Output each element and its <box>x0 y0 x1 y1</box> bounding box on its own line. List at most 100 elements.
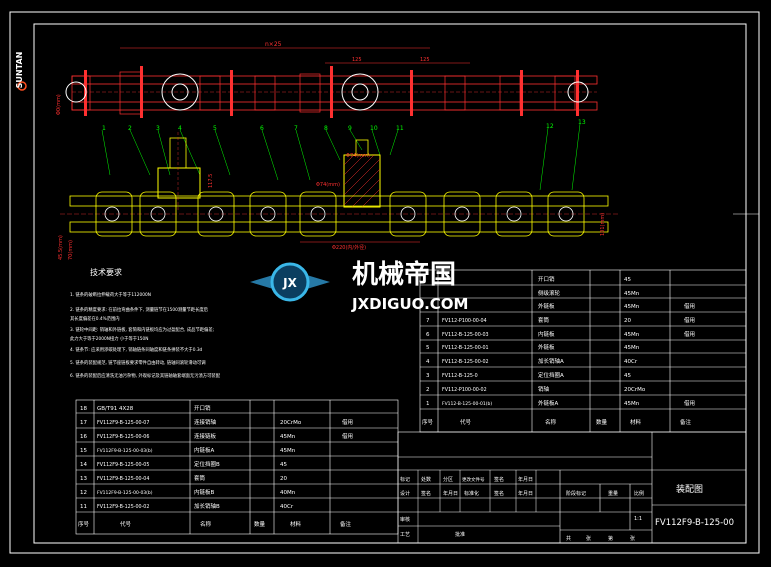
svg-text:比例: 比例 <box>634 490 644 497</box>
svg-text:此力大于等于2000N扭力 小于等于150N: 此力大于等于2000N扭力 小于等于150N <box>70 335 149 342</box>
svg-text:3: 3 <box>426 373 430 379</box>
svg-text:内链板: 内链板 <box>538 330 555 338</box>
svg-text:外链板: 外链板 <box>538 343 555 351</box>
svg-text:13: 13 <box>578 119 586 126</box>
svg-text:设计: 设计 <box>400 490 410 497</box>
drawing-title: 装配图 <box>676 483 703 495</box>
svg-text:20: 20 <box>624 318 631 324</box>
svg-text:年月日: 年月日 <box>518 490 533 497</box>
svg-text:45Mn: 45Mn <box>624 332 640 338</box>
svg-text:备注: 备注 <box>680 418 692 426</box>
svg-text:FV112F9-B-125-00-03(b): FV112F9-B-125-00-03(b) <box>97 490 153 496</box>
svg-text:45Mn: 45Mn <box>624 291 640 297</box>
svg-text:FV112-B-125-00-01: FV112-B-125-00-01 <box>442 345 489 351</box>
svg-text:更改文件号: 更改文件号 <box>462 476 485 483</box>
svg-text:签名: 签名 <box>494 490 504 497</box>
dim-top-overall: n×25 <box>265 41 282 48</box>
svg-text:45: 45 <box>624 373 631 379</box>
svg-text:张: 张 <box>586 535 591 542</box>
svg-text:40Cr: 40Cr <box>624 359 638 365</box>
svg-text:连接链板: 连接链板 <box>194 432 217 440</box>
watermark-url: JXDIGUO.COM <box>351 295 468 313</box>
svg-text:代号: 代号 <box>120 520 132 528</box>
svg-text:45Mn: 45Mn <box>624 401 640 407</box>
svg-text:FV112F9-B-125-00-02: FV112F9-B-125-00-02 <box>97 504 149 510</box>
svg-text:40Mn: 40Mn <box>280 490 296 496</box>
svg-text:1: 1 <box>102 125 106 132</box>
watermark-name: 机械帝国 <box>352 259 456 290</box>
dim-left-height: Φ0(mm) <box>56 94 62 115</box>
dim-left-side-2: 70(mm) <box>68 240 74 260</box>
svg-text:6: 6 <box>260 125 264 132</box>
svg-text:3: 3 <box>156 125 160 132</box>
svg-text:借用: 借用 <box>342 418 353 426</box>
svg-text:11: 11 <box>80 504 87 510</box>
svg-text:FV112-B-125-00-01(b): FV112-B-125-00-01(b) <box>442 401 492 407</box>
svg-text:5: 5 <box>213 125 217 132</box>
callouts <box>101 123 581 191</box>
bom-left-text: 18 GB/T91 4X28 开口销 17 FV112F9-B-125-00-0… <box>78 404 353 528</box>
top-view: n×25 125 125 <box>56 41 598 118</box>
svg-text:序号: 序号 <box>422 418 434 426</box>
svg-text:4. 链条节: 应采用渗碳处理下, 销轴链条同轴度和链条拼装: 4. 链条节: 应采用渗碳处理下, 销轴链条同轴度和链条拼装不大于0.3d <box>70 346 203 353</box>
svg-text:材料: 材料 <box>630 418 642 426</box>
svg-text:审核: 审核 <box>400 516 410 523</box>
svg-text:7: 7 <box>426 318 430 324</box>
svg-text:GB/T91 4X28: GB/T91 4X28 <box>97 406 134 412</box>
svg-text:数量: 数量 <box>596 418 608 426</box>
svg-text:3. 链轮中间距: 销轴和外链板, 套筒和内链板均应为过盈配: 3. 链轮中间距: 销轴和外链板, 套筒和内链板均应为过盈配合, 成品节距偏差; <box>70 326 214 333</box>
svg-text:序号: 序号 <box>78 520 90 528</box>
svg-text:内链板B: 内链板B <box>194 488 215 496</box>
svg-text:标记: 标记 <box>400 476 410 483</box>
svg-text:17: 17 <box>80 420 87 426</box>
svg-text:共: 共 <box>566 535 571 542</box>
svg-text:2: 2 <box>128 125 132 132</box>
svg-text:40Cr: 40Cr <box>280 504 294 510</box>
svg-text:13: 13 <box>80 476 87 482</box>
svg-text:阶段标记: 阶段标记 <box>566 490 586 497</box>
svg-text:借用: 借用 <box>684 316 695 324</box>
svg-text:开口销: 开口销 <box>194 404 211 412</box>
svg-text:名称: 名称 <box>200 520 212 528</box>
watermark: JX 机械帝国 JXDIGUO.COM <box>250 259 468 313</box>
svg-text:FV112-B-125-00-02: FV112-B-125-00-02 <box>442 359 489 365</box>
svg-text:FV112F9-B-125-00-06: FV112F9-B-125-00-06 <box>97 434 149 440</box>
svg-text:7: 7 <box>294 125 298 132</box>
svg-text:18: 18 <box>80 406 87 412</box>
svg-text:9: 9 <box>348 125 352 132</box>
svg-text:借用: 借用 <box>684 302 695 310</box>
side-logo: SUNTAN <box>15 52 27 91</box>
svg-text:45: 45 <box>280 462 287 468</box>
svg-text:开口销: 开口销 <box>538 275 555 283</box>
dim-bottom: Φ220(内/外径) <box>332 244 366 251</box>
svg-text:15: 15 <box>80 448 87 454</box>
svg-text:FV112-B-125-00-03: FV112-B-125-00-03 <box>442 332 489 338</box>
svg-text:11: 11 <box>396 125 404 132</box>
svg-text:连接销轴: 连接销轴 <box>194 418 217 426</box>
svg-text:数量: 数量 <box>254 520 266 528</box>
svg-text:FV112-B-125-0: FV112-B-125-0 <box>442 373 478 379</box>
svg-text:年月日: 年月日 <box>443 490 458 497</box>
callout-numbers: 1 2 3 4 5 6 7 8 9 10 11 12 13 <box>102 119 586 132</box>
svg-text:20: 20 <box>280 476 287 482</box>
svg-text:材料: 材料 <box>290 520 302 528</box>
outer-frame <box>9 11 760 554</box>
svg-text:6: 6 <box>426 332 430 338</box>
tech-requirements: 技术要求 1. 链条的破断拉伸载荷大于等于112000N 2. 链条的精度要求:… <box>70 267 221 379</box>
svg-text:8: 8 <box>324 125 328 132</box>
svg-text:借用: 借用 <box>684 399 695 407</box>
svg-text:2: 2 <box>426 387 430 393</box>
svg-text:批准: 批准 <box>455 531 465 538</box>
svg-text:45Mn: 45Mn <box>280 434 296 440</box>
svg-text:FV112-P100-00-04: FV112-P100-00-04 <box>442 318 487 324</box>
svg-text:内链板A: 内链板A <box>194 446 215 454</box>
tech-req-title: 技术要求 <box>90 267 122 277</box>
svg-text:4: 4 <box>178 125 182 132</box>
svg-text:重量: 重量 <box>608 490 618 497</box>
svg-text:FV112F9-B-125-00-03(b): FV112F9-B-125-00-03(b) <box>97 448 153 454</box>
dim-top-mid: 125 <box>352 57 362 63</box>
svg-text:名称: 名称 <box>545 418 557 426</box>
dim-wheel-width: 117.5 <box>208 174 214 188</box>
title-block-text: 标记 处数 分区 更改文件号 签名 年月日 设计 签名 年月日 标准化 签名 年… <box>400 476 734 542</box>
svg-text:借用: 借用 <box>342 432 353 440</box>
